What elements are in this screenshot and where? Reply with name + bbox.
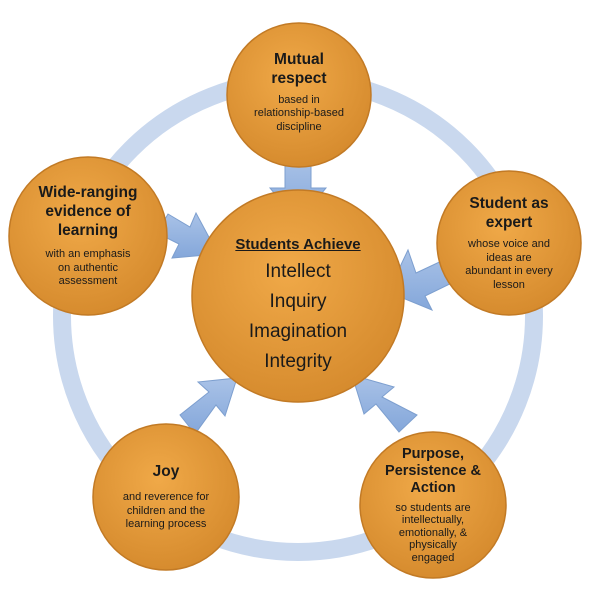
node-left-desc: with an emphasis on authentic assessment xyxy=(45,248,131,288)
arrow-bottom-right xyxy=(351,374,418,433)
node-top-desc: based in relationship-based discipline xyxy=(254,93,344,133)
node-top-circle xyxy=(226,22,372,168)
arrow-left xyxy=(156,211,219,259)
node-left-circle xyxy=(8,156,168,316)
node-bottom-left-desc: and reverence for children and the learn… xyxy=(122,491,210,531)
node-bottom-left-title: Joy xyxy=(152,463,180,481)
node-right-circle xyxy=(436,170,582,316)
node-bottom-right-circle xyxy=(359,431,507,579)
node-bottom-left: Joy and reverence for children and the l… xyxy=(93,424,239,570)
node-right: Student as expert whose voice and ideas … xyxy=(437,171,581,315)
center-node: Students Achieve Intellect Inquiry Imagi… xyxy=(192,190,404,402)
center-item-integrity: Integrity xyxy=(264,351,332,372)
center-item-imagination: Imagination xyxy=(248,321,348,342)
node-right-title: Student as expert xyxy=(469,195,549,231)
node-top-title: Mutual respect xyxy=(271,50,327,87)
center-circle xyxy=(191,189,405,403)
node-left: Wide-ranging evidence of learning with a… xyxy=(9,157,167,315)
arrow-bottom-left xyxy=(179,377,238,435)
node-right-desc: whose voice and ideas are abundant in ev… xyxy=(465,238,553,291)
node-left-title: Wide-ranging evidence of learning xyxy=(38,184,138,240)
center-item-inquiry: Inquiry xyxy=(269,291,327,312)
node-bottom-right-desc: so students are intellectually, emotiona… xyxy=(395,501,471,564)
center-item-intellect: Intellect xyxy=(265,261,331,282)
node-bottom-right: Purpose, Persistence & Action so student… xyxy=(360,432,506,578)
node-bottom-right-title: Purpose, Persistence & Action xyxy=(385,445,481,496)
node-top: Mutual respect based in relationship-bas… xyxy=(227,23,371,167)
center-heading: Students Achieve xyxy=(235,236,361,253)
node-bottom-left-circle xyxy=(92,423,240,571)
